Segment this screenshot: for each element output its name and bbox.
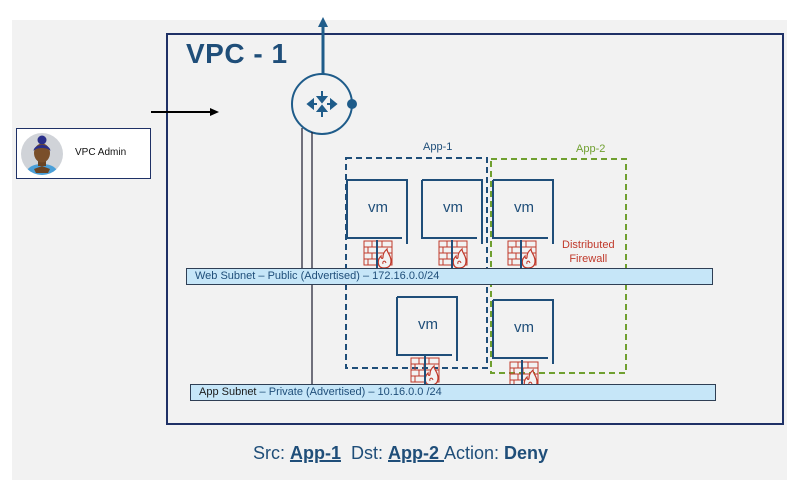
vm-box-icon xyxy=(492,299,554,364)
vm-app1-web-2[interactable]: vm xyxy=(421,179,485,244)
firewall-rule-summary: Src: App-1 Dst: App-2 Action: Deny xyxy=(0,443,801,464)
rule-action-value: Deny xyxy=(504,443,549,463)
app-subnet-detail: – Private (Advertised) – 10.16.0.0 /24 xyxy=(256,386,442,398)
diagram-background xyxy=(12,20,787,480)
app2-group-boundary xyxy=(490,158,627,374)
distributed-firewall-label: Distributed Firewall xyxy=(562,238,615,266)
vm-label: vm xyxy=(368,199,388,216)
vm-app2-app-1[interactable]: vm xyxy=(492,299,556,364)
admin-arrow xyxy=(151,108,219,116)
vm-box-icon xyxy=(492,179,554,244)
vpc-title: VPC - 1 xyxy=(186,38,288,69)
router-icon[interactable] xyxy=(291,73,357,135)
rule-action-label: Action: xyxy=(444,443,505,463)
web-subnet-name: Web Subnet xyxy=(195,270,256,282)
rule-dst-label: Dst: xyxy=(350,443,388,463)
vm-label: vm xyxy=(514,199,534,216)
vm-app1-app-1[interactable]: vm xyxy=(396,296,460,361)
vpc-admin-label: VPC Admin xyxy=(75,147,127,158)
web-subnet-bar[interactable]: Web Subnet – Public (Advertised) – 172.1… xyxy=(186,268,713,285)
vm-label: vm xyxy=(514,319,534,336)
app-subnet-bar[interactable]: App Subnet – Private (Advertised) – 10.1… xyxy=(190,384,716,401)
vm-box-icon xyxy=(346,179,408,244)
app2-group-label: App-2 xyxy=(576,143,606,155)
rule-src-value[interactable]: App-1 xyxy=(289,443,341,463)
app1-group-label: App-1 xyxy=(423,141,453,153)
dfw-line1: Distributed xyxy=(562,239,615,251)
app-subnet-name: App Subnet xyxy=(199,386,257,398)
vpc-boundary xyxy=(166,33,784,425)
dfw-line2: Firewall xyxy=(569,253,608,265)
rule-src-label: Src: xyxy=(252,443,290,463)
vm-label: vm xyxy=(443,199,463,216)
vm-app1-web-1[interactable]: vm xyxy=(346,179,410,244)
vpc-admin-card[interactable]: VPC Admin xyxy=(16,128,151,179)
vm-box-icon xyxy=(421,179,483,244)
app1-group-boundary xyxy=(345,157,488,369)
vm-label: vm xyxy=(418,316,438,333)
web-subnet-detail: – Public (Advertised) – 172.16.0.0/24 xyxy=(255,270,440,282)
rule-dst-value[interactable]: App-2 xyxy=(388,443,444,463)
vm-app2-web-1[interactable]: vm xyxy=(492,179,556,244)
user-avatar-icon xyxy=(21,133,63,175)
vm-box-icon xyxy=(396,296,458,361)
